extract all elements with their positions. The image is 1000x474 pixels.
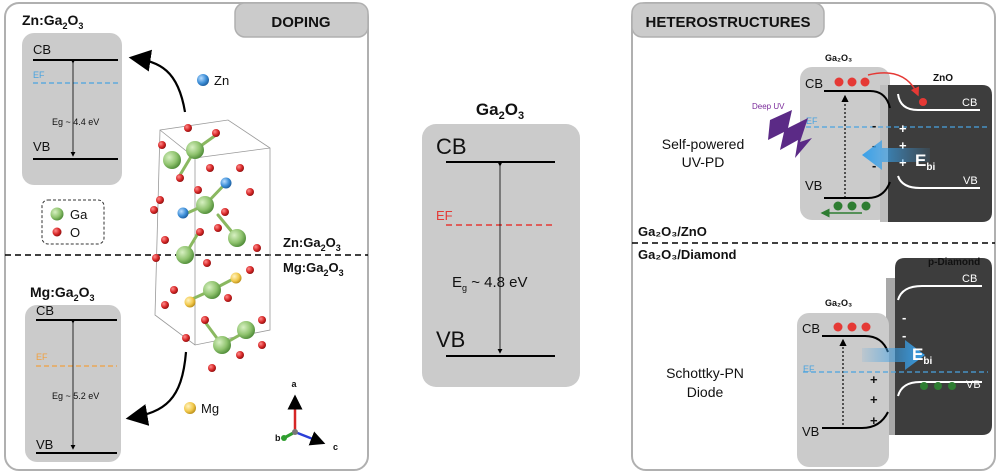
deep-uv-label: Deep UV [752,102,785,111]
crystal-structure [150,119,271,372]
svg-text:-: - [872,158,876,173]
center-cb-label: CB [436,134,467,159]
top-ebi-label: Ebi [915,151,935,173]
o-legend-icon [52,227,62,237]
center-title: Ga2O3 [476,100,524,122]
bottom-ef-label: EF [803,364,815,374]
ga-legend-label: Ga [70,207,88,222]
bottom-vb-right: VB [966,379,981,391]
top-vb-left-line [824,181,891,199]
center-eg-label: Eg ~ 4.8 eV [452,274,528,293]
top-vb-right-line [897,175,980,189]
mg-vb-label: VB [36,437,53,452]
zn-eg-label: Eg ~ 4.4 eV [52,117,99,127]
atom-legend [41,199,105,245]
bottom-cb-right-line [897,285,982,301]
top-cb-left-line [824,90,891,109]
top-ef-label: EF [806,116,818,126]
zn-cb-label: CB [33,42,51,57]
axis-c-label: c [333,442,338,452]
top-cb-left: CB [805,76,823,91]
top-cb-right: CB [962,97,977,109]
mg-curved-arrow [125,351,188,426]
top-device-line1: Self-powered [662,136,745,152]
zn-ef-label: EF [33,70,45,80]
center-ef-label: EF [436,208,453,223]
doping-panel [4,2,369,471]
svg-text:+: + [899,155,907,170]
bottom-device-line2: Diode [687,384,724,400]
top-junction-label: Ga₂O₃/ZnO [638,224,707,239]
svg-text:+: + [870,392,878,407]
bottom-diamond-block [895,258,992,435]
svg-text:-: - [872,118,876,133]
bottom-vb-left: VB [802,424,819,439]
deep-uv-bolt-icon [768,110,812,158]
mg-box-title: Mg:Ga2O3 [30,284,94,303]
mg-ef-label: EF [36,352,48,362]
divider-label-zn: Zn:Ga2O3 [283,235,341,253]
svg-text:+: + [899,121,907,136]
bottom-vb-left-line [822,411,889,429]
divider-label-mg: Mg:Ga2O3 [283,260,344,278]
zn-box-title: Zn:Ga2O3 [22,12,83,31]
mg-eg-label: Eg ~ 5.2 eV [52,391,99,401]
top-electron-transfer-arrow [867,72,920,97]
axis-b-label: b [275,433,281,443]
top-cb-right-line [897,93,980,111]
ga-legend-icon [50,207,64,221]
mg-cb-label: CB [36,303,54,318]
hetero-title-tab [631,2,825,38]
svg-text:-: - [902,310,906,325]
bottom-ebi-arrow [862,340,925,370]
bottom-vb-right-line [897,381,982,397]
svg-text:-: - [902,328,906,343]
bottom-diamond-label: p-Diamond [928,257,980,268]
top-device-line2: UV-PD [682,154,725,170]
o-legend-label: O [70,225,80,240]
top-vb-left: VB [805,178,822,193]
zn-curved-arrow [128,49,187,113]
zn-vb-label: VB [33,139,50,154]
svg-text:+: + [899,138,907,153]
mg-atom-label: Mg [201,401,219,416]
top-ga2o3-block [800,67,890,220]
svg-text:-: - [872,138,876,153]
bottom-ga2o3-label: Ga₂O₃ [825,298,852,308]
svg-text:+: + [870,413,878,428]
top-ga2o3-label: Ga₂O₃ [825,53,852,63]
doping-title-tab [234,2,369,38]
svg-text:+: + [870,372,878,387]
top-vb-right: VB [963,175,978,187]
bottom-junction-label: Ga₂O₃/Diamond [638,247,737,262]
zn-atom-icon [197,74,209,86]
bottom-device-line1: Schottky-PN [666,365,744,381]
axis-a-label: a [291,379,297,389]
top-ebi-arrow [862,140,930,170]
top-zno-label: ZnO [933,73,953,84]
zn-atom-label: Zn [214,73,229,88]
bottom-cb-right: CB [962,273,977,285]
bottom-ebi-label: Ebi [912,345,932,367]
crystal-axes: a b c [275,379,338,452]
bottom-cb-left: CB [802,321,820,336]
mg-atom-icon [184,402,196,414]
doping-title: DOPING [271,14,330,31]
hetero-title: HETEROSTRUCTURES [645,14,810,31]
center-vb-label: VB [436,327,465,352]
